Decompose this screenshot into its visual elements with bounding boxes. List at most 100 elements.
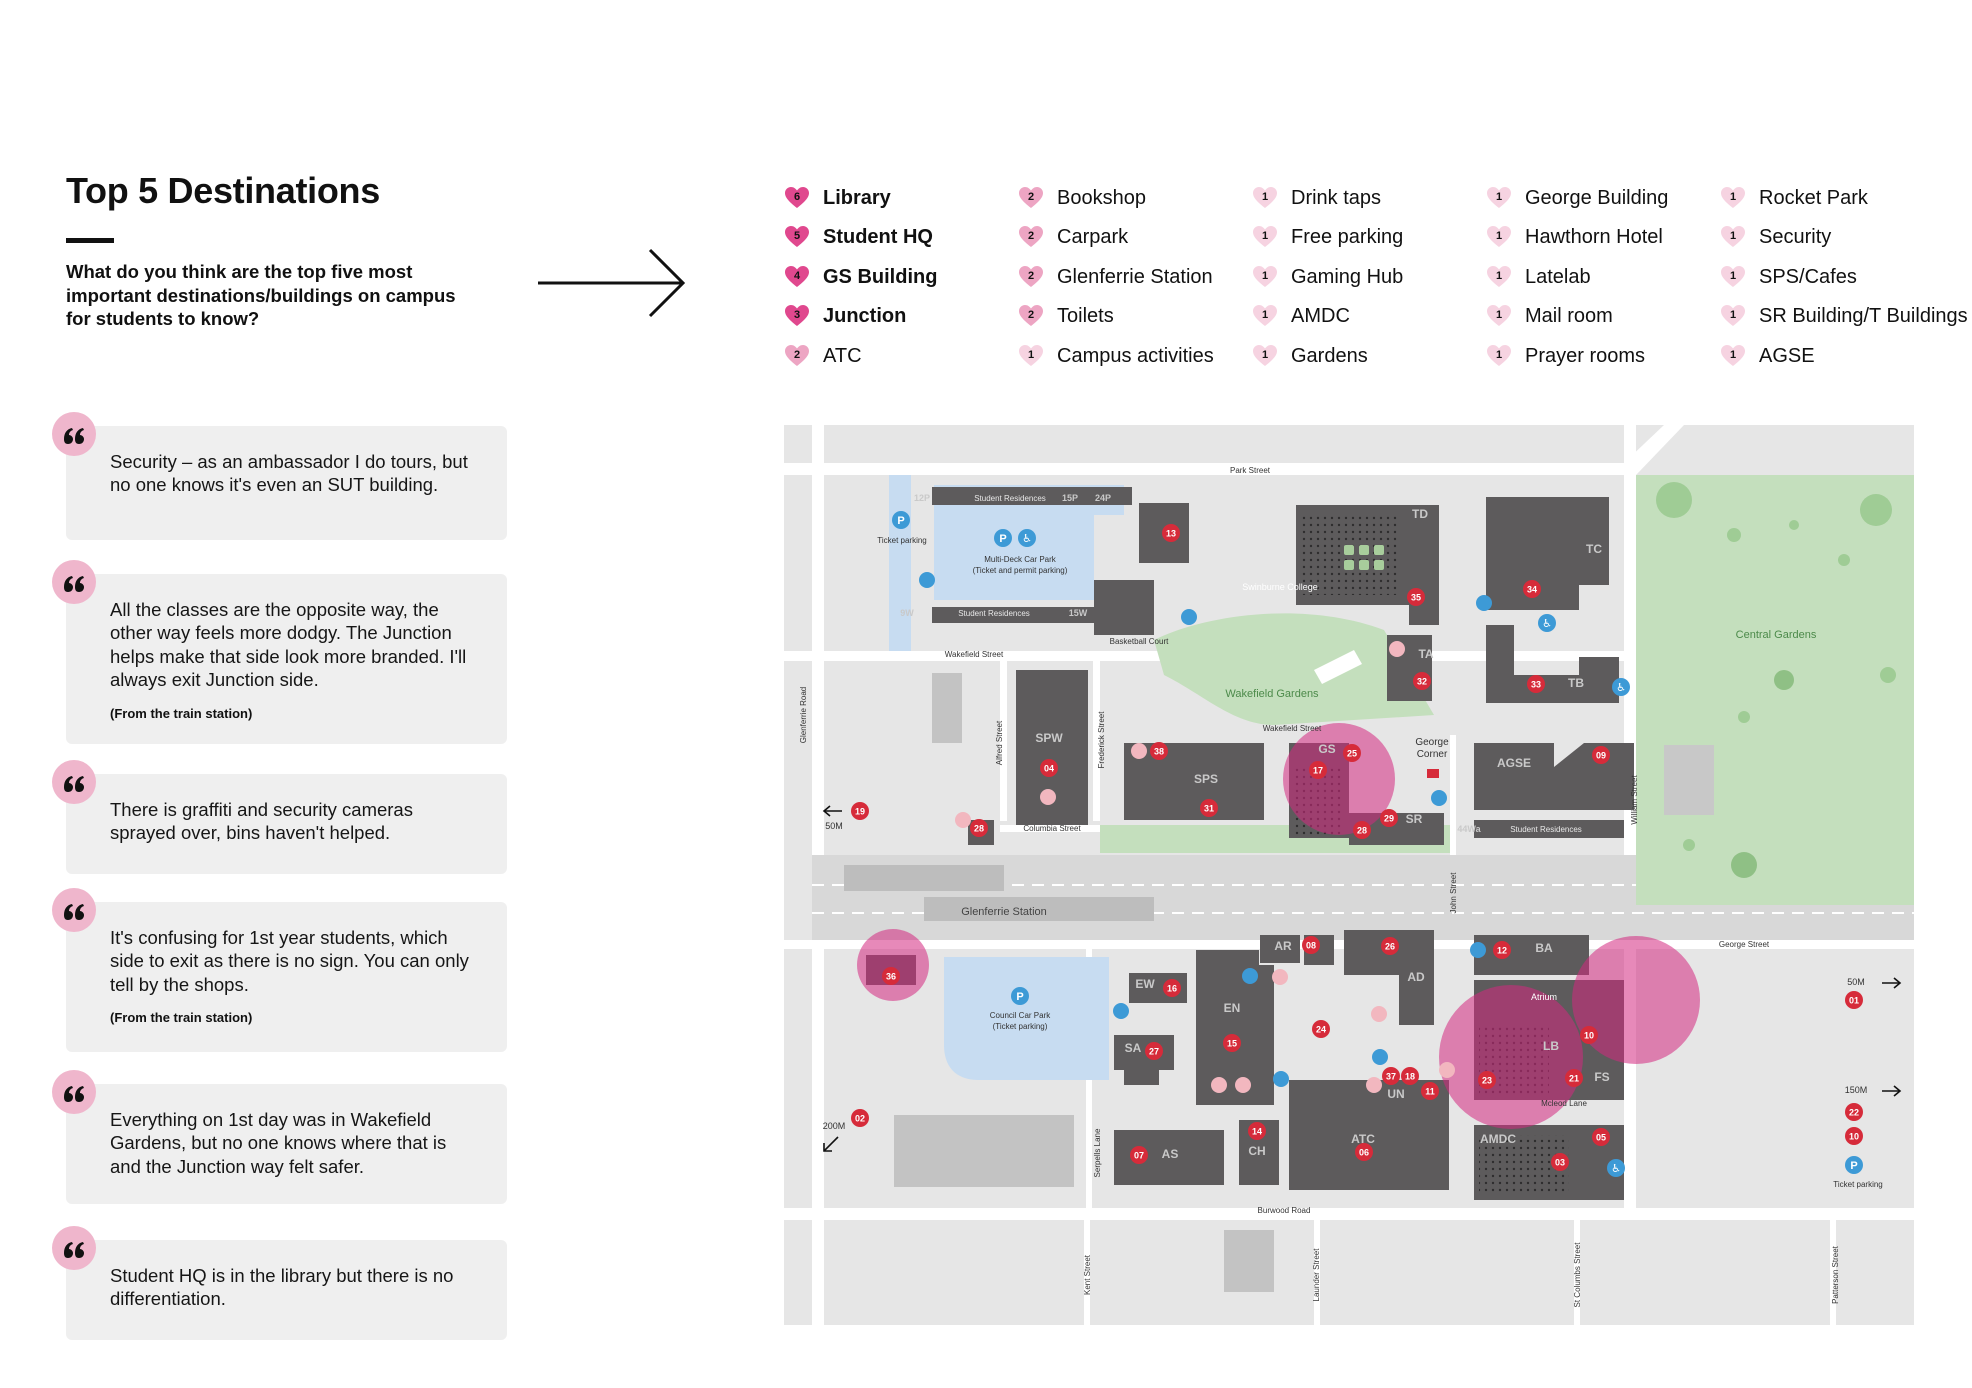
building-pin[interactable]: 02: [851, 1109, 869, 1127]
building-pin[interactable]: 38: [1150, 742, 1168, 760]
building-pin[interactable]: 37: [1382, 1067, 1400, 1085]
building-pin[interactable]: 13: [1162, 524, 1180, 542]
building-pin[interactable]: 22: [1845, 1103, 1863, 1121]
building-pin[interactable]: 29: [1380, 809, 1398, 827]
building-label[interactable]: AD: [1407, 970, 1425, 984]
bike-parking-icon[interactable]: [919, 572, 935, 588]
building-label[interactable]: AGSE: [1497, 756, 1531, 770]
toilet-icon[interactable]: [1272, 969, 1288, 985]
building-label[interactable]: EW: [1135, 977, 1155, 991]
building-pin[interactable]: 26: [1381, 937, 1399, 955]
building-pin[interactable]: 06: [1355, 1143, 1373, 1161]
building-label[interactable]: BA: [1535, 941, 1553, 955]
toilet-icon[interactable]: [955, 812, 971, 828]
destination-hotspot[interactable]: [1439, 985, 1583, 1129]
toilet-icon[interactable]: [1040, 789, 1056, 805]
building-pin[interactable]: 36: [882, 967, 900, 985]
building-label[interactable]: UN: [1387, 1087, 1404, 1101]
parking-icon[interactable]: P: [892, 511, 910, 529]
building-pin[interactable]: 23: [1478, 1071, 1496, 1089]
drink-tap-icon[interactable]: [1427, 769, 1439, 778]
building-pin[interactable]: 18: [1401, 1067, 1419, 1085]
building-pin[interactable]: 08: [1302, 936, 1320, 954]
toilet-icon[interactable]: [1131, 743, 1147, 759]
destination-hotspot[interactable]: [857, 929, 929, 1001]
building-pin[interactable]: 27: [1145, 1042, 1163, 1060]
building-pin[interactable]: 11: [1421, 1082, 1439, 1100]
building-label[interactable]: AR: [1274, 939, 1292, 953]
parking-icon[interactable]: P: [1845, 1156, 1863, 1174]
building-pin[interactable]: 09: [1592, 746, 1610, 764]
building-label[interactable]: 9W: [900, 608, 914, 618]
building-label[interactable]: SA: [1125, 1041, 1142, 1055]
building-pin[interactable]: 12: [1493, 941, 1511, 959]
building-pin[interactable]: 28: [970, 819, 988, 837]
bike-parking-icon[interactable]: [1431, 790, 1447, 806]
bike-parking-icon[interactable]: [1476, 595, 1492, 611]
vote-label: Drink taps: [1291, 186, 1382, 209]
bike-parking-icon[interactable]: [1113, 1003, 1129, 1019]
building-pin[interactable]: 32: [1413, 672, 1431, 690]
building-pin[interactable]: 24: [1312, 1020, 1330, 1038]
building-label[interactable]: TB: [1568, 676, 1584, 690]
building-label[interactable]: TD: [1412, 507, 1428, 521]
building-label[interactable]: GS: [1318, 742, 1335, 756]
building-label[interactable]: ATC: [1351, 1132, 1375, 1146]
building-pin[interactable]: 15: [1223, 1034, 1241, 1052]
building-label[interactable]: 24P: [1095, 493, 1111, 503]
building-label[interactable]: CH: [1248, 1144, 1265, 1158]
building-pin[interactable]: 04: [1040, 759, 1058, 777]
building-label[interactable]: 15P: [1062, 493, 1078, 503]
building-pin[interactable]: 10: [1845, 1127, 1863, 1145]
building-label[interactable]: AS: [1162, 1147, 1179, 1161]
building-label[interactable]: 15W: [1069, 608, 1088, 618]
building-label[interactable]: TC: [1586, 542, 1602, 556]
building-pin[interactable]: 03: [1551, 1153, 1569, 1171]
parking-icon[interactable]: P: [994, 529, 1012, 547]
toilet-icon[interactable]: [1371, 1006, 1387, 1022]
parking-icon[interactable]: P: [1011, 987, 1029, 1005]
building-label[interactable]: EN: [1224, 1001, 1241, 1015]
accessible-icon[interactable]: ♿: [1607, 1159, 1625, 1177]
destination-hotspot[interactable]: [1283, 723, 1395, 835]
toilet-icon[interactable]: [1235, 1077, 1251, 1093]
building-pin[interactable]: 35: [1407, 588, 1425, 606]
building-pin[interactable]: 16: [1163, 979, 1181, 997]
bike-parking-icon[interactable]: [1470, 942, 1486, 958]
building-label[interactable]: FS: [1594, 1070, 1609, 1084]
building-label[interactable]: SPW: [1035, 731, 1063, 745]
toilet-icon[interactable]: [1366, 1077, 1382, 1093]
accessible-icon[interactable]: ♿: [1018, 529, 1036, 547]
building-pin[interactable]: 28: [1353, 821, 1371, 839]
building-pin[interactable]: 07: [1130, 1146, 1148, 1164]
toilet-icon[interactable]: [1211, 1077, 1227, 1093]
toilet-icon[interactable]: [1389, 641, 1405, 657]
accessible-icon[interactable]: ♿: [1612, 678, 1630, 696]
destination-hotspot[interactable]: [1572, 936, 1700, 1064]
building-pin[interactable]: 05: [1592, 1128, 1610, 1146]
building-pin[interactable]: 31: [1200, 799, 1218, 817]
building-pin[interactable]: 34: [1523, 580, 1541, 598]
building-label[interactable]: 12P: [914, 493, 930, 503]
building-label[interactable]: SPS: [1194, 772, 1218, 786]
building-label[interactable]: AMDC: [1480, 1132, 1516, 1146]
building-pin[interactable]: 25: [1343, 744, 1361, 762]
accessible-icon[interactable]: ♿: [1538, 614, 1556, 632]
toilet-icon[interactable]: [1439, 1062, 1455, 1078]
building-pin[interactable]: 21: [1565, 1069, 1583, 1087]
bike-parking-icon[interactable]: [1273, 1071, 1289, 1087]
building-pin[interactable]: 10: [1580, 1026, 1598, 1044]
building-label[interactable]: TA: [1418, 647, 1433, 661]
building-label[interactable]: SR: [1406, 812, 1423, 826]
building-label[interactable]: 44Wa: [1457, 824, 1481, 834]
building-pin[interactable]: 14: [1248, 1122, 1266, 1140]
bike-parking-icon[interactable]: [1181, 609, 1197, 625]
bike-parking-icon[interactable]: [1372, 1049, 1388, 1065]
building-pin[interactable]: 33: [1527, 675, 1545, 693]
building-pin[interactable]: 17: [1309, 761, 1327, 779]
building-pin[interactable]: 19: [851, 802, 869, 820]
building-label[interactable]: LB: [1543, 1039, 1559, 1053]
building-pin[interactable]: 01: [1845, 991, 1863, 1009]
bike-parking-icon[interactable]: [1242, 968, 1258, 984]
